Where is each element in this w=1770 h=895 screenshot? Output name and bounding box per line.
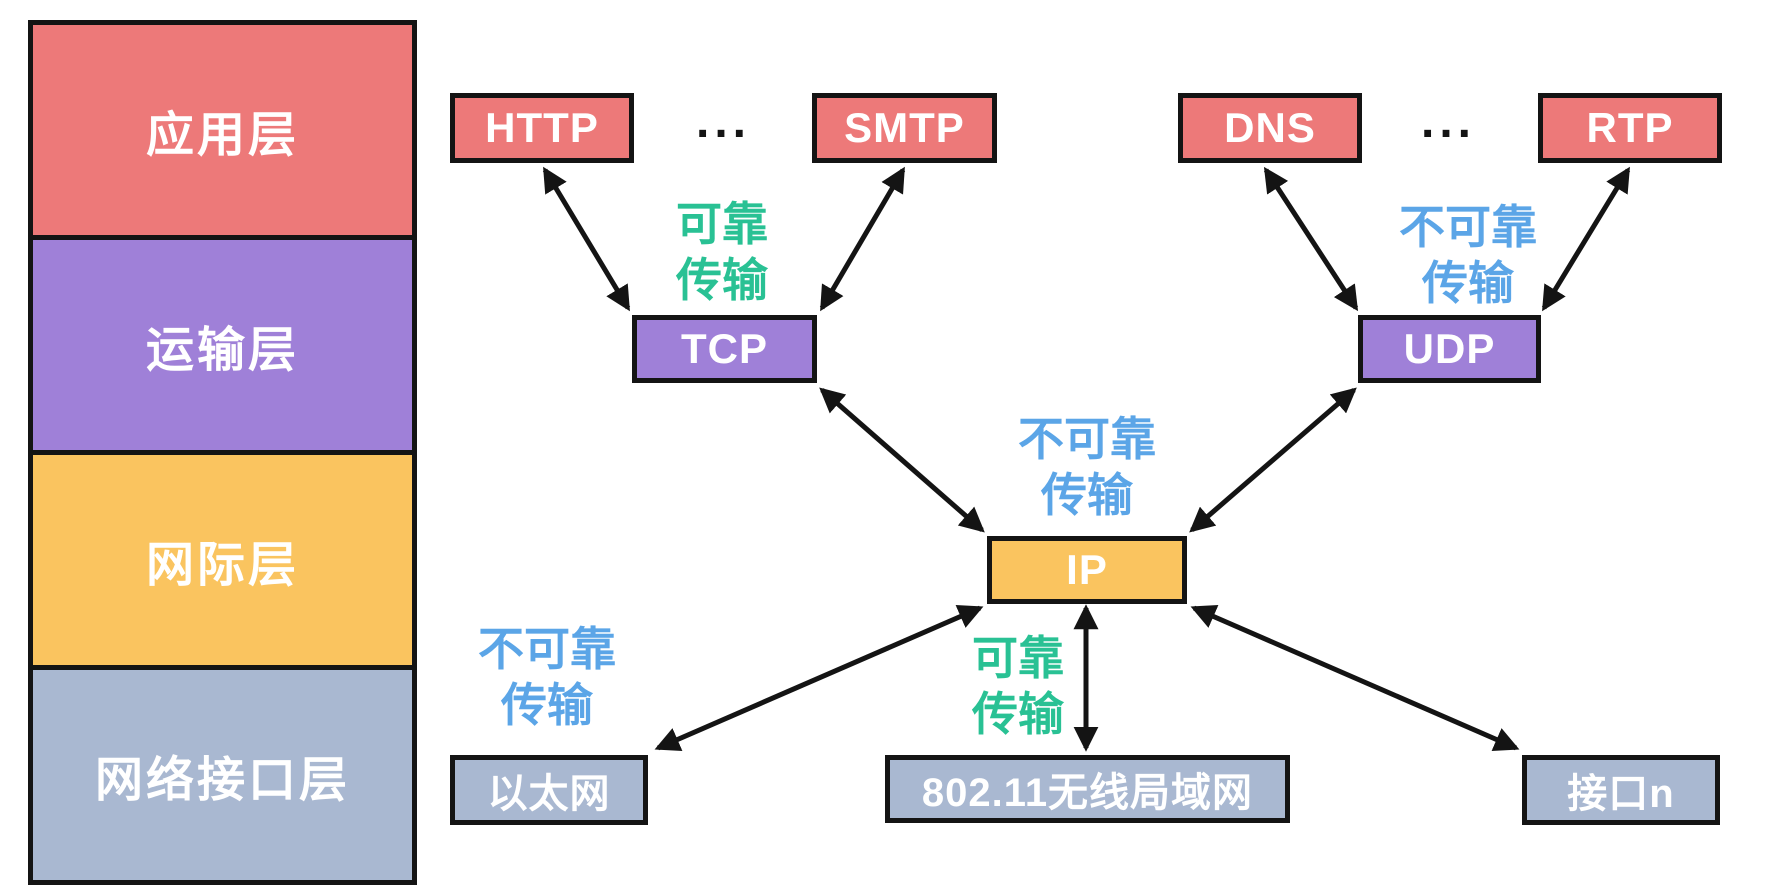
arrow-tcp-ip xyxy=(819,387,985,533)
note-ip-unreliable: 不可靠 传输 xyxy=(1018,411,1156,523)
layer-transport: 运输层 xyxy=(33,235,412,450)
note-line: 可靠 xyxy=(972,632,1064,684)
arrow-udp-ip xyxy=(1189,387,1357,533)
note-line: 传输 xyxy=(676,254,768,306)
arrow-rtp-udp xyxy=(1541,166,1631,312)
smtp-box: SMTP xyxy=(812,93,997,163)
note-line: 传输 xyxy=(1041,469,1133,521)
arrow-ip-interface-n xyxy=(1190,605,1520,751)
note-line: 不可靠 xyxy=(478,623,616,675)
ethernet-box: 以太网 xyxy=(450,755,648,825)
http-box: HTTP xyxy=(450,93,634,163)
arrow-http-tcp xyxy=(542,166,631,312)
note-tcp-reliable: 可靠 传输 xyxy=(676,196,768,308)
ellipsis-right: ... xyxy=(1421,95,1477,148)
wlan-box: 802.11无线局域网 xyxy=(885,755,1290,823)
note-udp-unreliable: 不可靠 传输 xyxy=(1399,199,1537,311)
arrow-smtp-tcp xyxy=(819,166,906,312)
interface-n-box: 接口n xyxy=(1522,755,1720,825)
note-ethernet-unreliable: 不可靠 传输 xyxy=(478,621,616,733)
arrow-ip-ethernet xyxy=(654,605,984,751)
udp-box: UDP xyxy=(1358,315,1541,383)
tcp-box: TCP xyxy=(632,315,817,383)
note-line: 可靠 xyxy=(676,198,768,250)
layer-network-interface: 网络接口层 xyxy=(33,665,412,880)
ellipsis-left: ... xyxy=(696,95,752,148)
note-line: 不可靠 xyxy=(1018,413,1156,465)
note-line: 传输 xyxy=(972,688,1064,740)
arrow-dns-udp xyxy=(1263,166,1359,312)
dns-box: DNS xyxy=(1178,93,1362,163)
layer-internet: 网际层 xyxy=(33,450,412,665)
rtp-box: RTP xyxy=(1538,93,1722,163)
ip-box: IP xyxy=(987,536,1187,604)
note-line: 传输 xyxy=(501,679,593,731)
layer-stack: 应用层 运输层 网际层 网络接口层 xyxy=(28,20,417,885)
layer-application: 应用层 xyxy=(33,25,412,235)
note-line: 传输 xyxy=(1422,257,1514,309)
note-wlan-reliable: 可靠 传输 xyxy=(972,630,1064,742)
note-line: 不可靠 xyxy=(1399,201,1537,253)
